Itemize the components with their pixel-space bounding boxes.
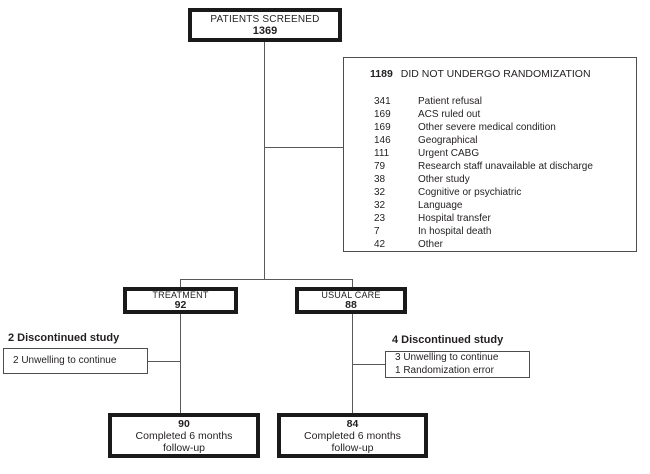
reason-row: 32 Cognitive or psychiatric <box>374 186 628 199</box>
usual-care-completed-line1: Completed 6 months <box>304 429 401 442</box>
line-usual-care-to-completed <box>352 313 353 413</box>
reason-count: 341 <box>374 96 391 107</box>
reason-row: 32 Language <box>374 199 628 212</box>
not-randomized-header: 1189 DID NOT UNDERGO RANDOMIZATION <box>370 68 628 81</box>
reason-row: 146 Geographical <box>374 134 628 147</box>
reason-row: 23 Hospital transfer <box>374 212 628 225</box>
reason-label: ACS ruled out <box>418 109 481 120</box>
reason-count: 169 <box>374 109 391 120</box>
patients-screened-box: PATIENTS SCREENED 1369 <box>188 8 342 42</box>
usual-care-discontinued-box: 3 Unwelling to continue 1 Randomization … <box>385 351 530 378</box>
line-to-exclusion-box <box>264 147 343 148</box>
reason-count: 111 <box>374 148 390 159</box>
usual-care-label: USUAL CARE <box>321 290 381 300</box>
branch-line <box>180 279 353 280</box>
line-treatment-to-completed <box>180 313 181 413</box>
usual-care-box: USUAL CARE 88 <box>295 287 407 314</box>
treatment-count: 92 <box>174 299 187 311</box>
reason-count: 38 <box>374 174 386 185</box>
patients-screened-count: 1369 <box>252 24 278 37</box>
treatment-discontinued-title: 2 Discontinued study <box>8 332 120 344</box>
not-randomized-box: 1189 DID NOT UNDERGO RANDOMIZATION 341 Pat… <box>343 57 637 252</box>
connector-usual-care-discontinued <box>352 364 385 365</box>
reason-count: 32 <box>374 200 386 211</box>
reason-label: Other study <box>418 174 470 185</box>
stub-to-usual-care <box>352 279 353 287</box>
reason-row: 111 Urgent CABG <box>374 147 628 160</box>
stub-to-treatment <box>180 279 181 287</box>
usual-care-discontinued-title: 4 Discontinued study <box>392 334 504 346</box>
reason-row: 79 Research staff unavailable at discharg… <box>374 160 628 173</box>
reason-label: Other <box>418 239 444 250</box>
reason-count: 169 <box>374 122 391 133</box>
reason-count: 7 <box>374 226 380 237</box>
patients-screened-label: PATIENTS SCREENED <box>210 13 320 25</box>
reason-count: 42 <box>374 239 386 250</box>
reason-row: 169 ACS ruled out <box>374 108 628 121</box>
reason-label: Hospital transfer <box>418 213 491 224</box>
not-randomized-title: DID NOT UNDERGO RANDOMIZATION <box>400 68 591 80</box>
usual-care-count: 88 <box>345 299 357 311</box>
discontinued-reason: 1 Randomization error <box>395 364 494 376</box>
reason-label: Language <box>418 200 463 211</box>
reason-row: 7 In hospital death <box>374 225 628 238</box>
reason-label: Patient refusal <box>418 96 482 107</box>
connector-treatment-discontinued <box>147 361 180 362</box>
line-screened-to-branch <box>264 42 265 280</box>
treatment-completed-line2: follow-up <box>162 441 206 454</box>
usual-care-completed-box: 84 Completed 6 months follow-up <box>277 413 428 458</box>
treatment-discontinued-box: 2 Unwelling to continue <box>3 348 148 374</box>
treatment-box: TREATMENT 92 <box>123 287 238 314</box>
reason-label: Geographical <box>418 135 478 146</box>
treatment-completed-count: 90 <box>178 417 190 430</box>
reason-count: 32 <box>374 187 386 198</box>
reason-count: 146 <box>374 135 391 146</box>
treatment-label: TREATMENT <box>152 290 209 300</box>
reason-count: 23 <box>374 213 386 224</box>
reason-label: Research staff unavailable at discharge <box>418 161 593 172</box>
not-randomized-count: 1189 <box>370 68 393 80</box>
treatment-completed-box: 90 Completed 6 months follow-up <box>108 413 260 458</box>
reason-row: 42 Other <box>374 238 628 251</box>
usual-care-completed-line2: follow-up <box>331 441 374 454</box>
reason-label: In hospital death <box>418 226 492 237</box>
reason-label: Other severe medical condition <box>418 122 556 133</box>
reason-count: 79 <box>374 161 386 172</box>
treatment-completed-line1: Completed 6 months <box>135 429 233 442</box>
reason-label: Cognitive or psychiatric <box>418 187 522 198</box>
usual-care-completed-count: 84 <box>346 417 359 430</box>
discontinued-reason: 3 Unwelling to continue <box>395 352 499 363</box>
discontinued-reason: 2 Unwelling to continue <box>13 354 117 366</box>
reason-row: 169 Other severe medical condition <box>374 121 628 134</box>
reason-label: Urgent CABG <box>418 148 480 159</box>
reason-row: 38 Other study <box>374 173 628 186</box>
reason-row: 341 Patient refusal <box>374 95 628 108</box>
